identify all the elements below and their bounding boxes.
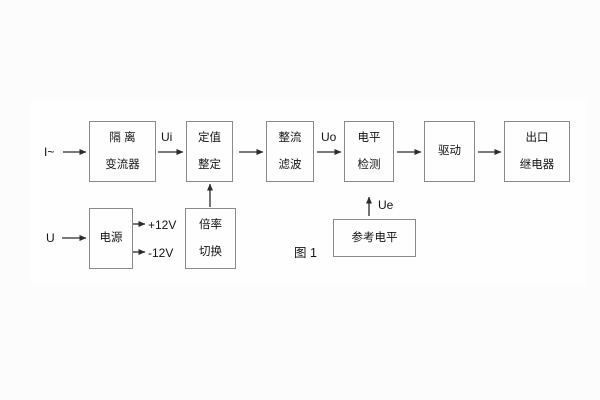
block-reference-level: 参考电平: [333, 219, 416, 257]
figure-caption: 图 1: [294, 246, 317, 260]
block-rectifier-filter: 整流 滤波: [266, 121, 314, 182]
signal-label-ue: Ue: [378, 198, 394, 212]
block-level-detector: 电平 检测: [344, 121, 394, 182]
signal-label-ui: Ui: [161, 130, 173, 144]
signal-label-uo: Uo: [321, 130, 337, 144]
block-isolation-transformer: 隔 离 变流器: [89, 121, 156, 182]
block-label: 继电器: [519, 158, 555, 171]
block-label: 滤波: [278, 158, 302, 171]
signal-label-input-voltage: U: [46, 231, 55, 245]
block-output-relay: 出口 继电器: [504, 121, 570, 182]
block-label: 隔 离: [109, 131, 136, 144]
block-label: 出口: [525, 131, 549, 144]
block-label: 切换: [199, 245, 222, 258]
block-label: 变流器: [105, 158, 140, 171]
signal-label-minus-12v: -12V: [148, 246, 174, 260]
block-label: 驱动: [438, 145, 461, 157]
block-setting-adjust: 定值 整定: [186, 121, 233, 182]
block-label: 整定: [198, 158, 221, 171]
block-power-supply: 电源: [89, 208, 133, 269]
block-label: 电平: [357, 131, 381, 144]
block-ratio-switch: 倍率 切换: [185, 208, 236, 269]
block-label: 参考电平: [351, 231, 398, 244]
block-label: 电源: [99, 232, 123, 244]
block-label: 整流: [278, 131, 302, 144]
block-driver: 驱动: [424, 121, 475, 182]
block-label: 定值: [198, 131, 221, 144]
block-label: 检测: [357, 158, 381, 171]
signal-label-plus-12v: +12V: [148, 218, 177, 232]
signal-label-input-current: I~: [44, 145, 55, 159]
block-label: 倍率: [199, 218, 222, 231]
